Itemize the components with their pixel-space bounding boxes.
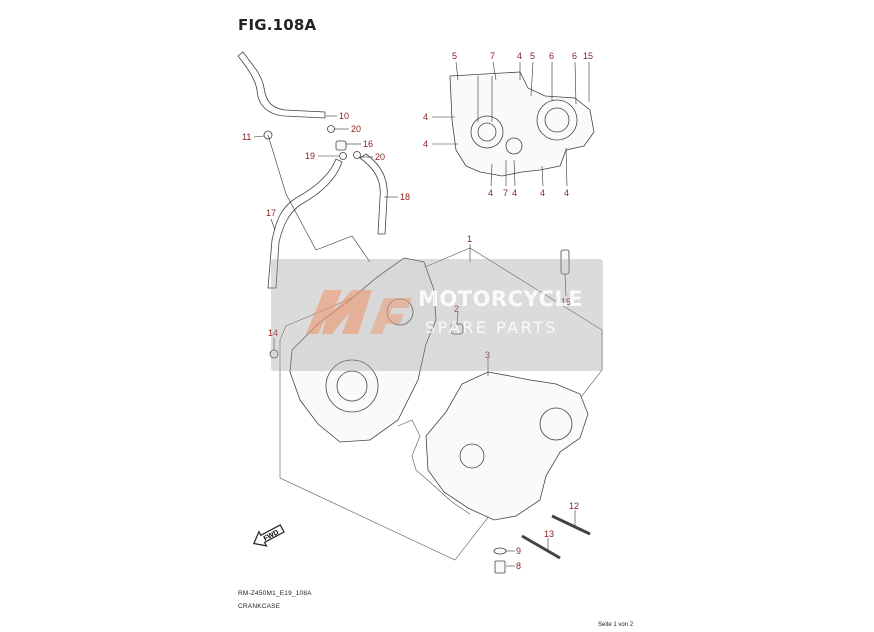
callout-6: 6 — [572, 51, 577, 61]
fwd-label: FWD — [263, 529, 280, 543]
callout-10: 10 — [339, 111, 349, 121]
callout-labels: 5 7 4 5 6 6 15 4 4 4 7 4 4 4 10 11 20 16… — [242, 51, 593, 571]
callout-17: 17 — [266, 208, 276, 218]
watermark-line2: SPARE PARTS — [425, 318, 558, 337]
crankcase-left-inset — [432, 61, 595, 187]
clamp-20-upper — [327, 125, 335, 133]
crankcase-3-bore-small — [459, 443, 485, 469]
bolt-12 — [551, 514, 591, 536]
callout-7: 7 — [490, 51, 495, 61]
crankcase-left-bore-right-inner — [544, 107, 570, 133]
crankcase-3-bore-large — [539, 407, 573, 441]
callout-2: 2 — [454, 304, 459, 314]
callout-13: 13 — [544, 529, 554, 539]
callout-9: 9 — [516, 546, 521, 556]
callout-5: 5 — [452, 51, 457, 61]
callout-15: 15 — [583, 51, 593, 61]
callout-11: 11 — [242, 132, 251, 142]
callout-16: 16 — [363, 139, 373, 149]
crankcase-1-bore-large-inner — [336, 370, 368, 402]
watermark-line1: MOTORCYCLE — [418, 287, 584, 311]
callout-4: 4 — [423, 139, 428, 149]
breather-hose-assembly — [237, 51, 388, 289]
callout-20: 20 — [375, 152, 385, 162]
callout-12: 12 — [569, 501, 579, 511]
callout-19: 19 — [305, 151, 315, 161]
hose-18 — [359, 153, 388, 235]
drawing-code: RM-Z450M1_E19_108A — [238, 590, 312, 597]
hose-17 — [267, 158, 343, 289]
callout-4: 4 — [423, 112, 428, 122]
crankcase-left-bore-center — [505, 137, 523, 155]
callout-4: 4 — [564, 188, 569, 198]
crankcase-3 — [425, 371, 589, 521]
crankcase-gasket — [397, 419, 471, 515]
callout-5: 5 — [530, 51, 535, 61]
bolt-8 — [494, 560, 506, 574]
joint-16 — [335, 140, 347, 151]
fwd-arrow: FWD — [253, 524, 285, 547]
callout-4: 4 — [517, 51, 522, 61]
callout-4: 4 — [512, 188, 517, 198]
crankcase-left-outline — [449, 71, 595, 177]
drawing-caption: CRANKCASE — [238, 603, 281, 610]
callout-3: 3 — [485, 350, 490, 360]
clamp-19 — [339, 152, 347, 160]
callout-1: 1 — [467, 234, 472, 244]
callout-14: 14 — [268, 328, 278, 338]
figure-title: FIG.108A — [238, 16, 317, 34]
callout-7: 7 — [503, 188, 508, 198]
clamp-20-lower — [353, 151, 361, 159]
hose-leaders — [253, 115, 398, 231]
callout-8: 8 — [516, 561, 521, 571]
callout-6: 6 — [549, 51, 554, 61]
crankcase-left-bore-left-inner — [477, 122, 497, 142]
callout-4: 4 — [488, 188, 493, 198]
callout-20: 20 — [351, 124, 361, 134]
washer-9 — [493, 547, 507, 555]
page-indicator: Seite 1 von 2 — [598, 622, 634, 628]
callout-4: 4 — [540, 188, 545, 198]
bolt-13 — [521, 534, 561, 560]
callout-18: 18 — [400, 192, 410, 202]
hose-10 — [237, 51, 326, 119]
watermark-logo-icon — [306, 290, 412, 334]
callout-15: 15 — [561, 297, 571, 307]
